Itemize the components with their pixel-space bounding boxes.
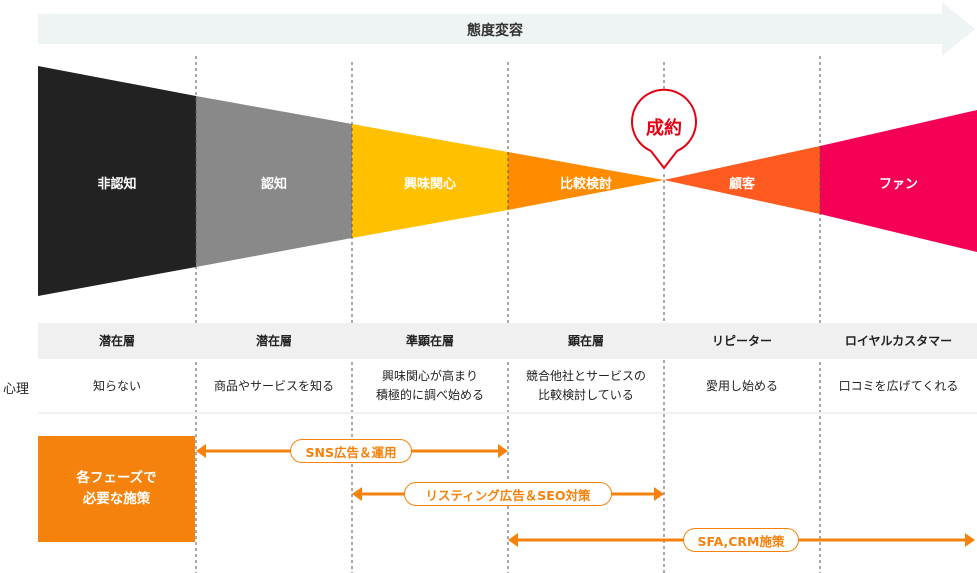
column-separators [195,56,821,573]
psychology-line: 興味関心が高まり [381,369,478,383]
measures-box-line: 必要な施策 [82,491,151,507]
stage-label-comparison: 比較検討 [559,177,612,192]
psychology-cell: 興味関心が高まり 積極的に調べ始める [352,360,508,412]
psychology-line: 商品やサービスを知る [213,378,334,393]
psychology-line: 比較検討している [538,388,634,402]
stage-label-aware: 認知 [260,177,287,192]
stage-shape-comparison [508,152,664,210]
psychology-cell: 愛用し始める [664,360,820,412]
measures-box [38,436,195,542]
layer-header-cell: 潜在層 [98,333,135,348]
measures-box-label: 各フェーズで 必要な施策 [38,436,195,542]
psychology-line: 積極的に調べ始める [375,388,484,402]
layer-header-cell: ロイヤルカスタマー [844,333,953,348]
listing-seo-pill: リスティング広告＆SEO対策 [404,482,612,506]
stage-label-interest: 興味関心 [403,177,456,192]
stage-shape-unaware [38,66,196,296]
stage-shape-interest [352,124,508,238]
layer-header-cell: 潜在層 [255,333,292,348]
attitude-change-arrow [38,2,975,56]
psychology-cell: 競合他社とサービスの 比較検討している [508,360,664,412]
psychology-line: 競合他社とサービスの [525,369,646,383]
sfa-crm-pill: SFA,CRM施策 [683,528,799,552]
table-header-bg [38,323,977,359]
psychology-cell: 知らない [38,360,196,412]
stage-label-unaware: 非認知 [97,177,137,192]
measures-box-line: 各フェーズで [76,470,157,486]
attitude-change-title: 態度変容 [467,23,523,39]
sns-ads-pill: SNS広告＆運用 [290,439,412,463]
stage-label-customer: 顧客 [728,177,755,192]
psychology-line: 愛用し始める [705,378,778,393]
layer-header-cell: 準顕在層 [405,333,454,348]
stage-label-fan: ファン [878,177,918,192]
stage-shape-fan [820,110,977,252]
stage-shape-customer [664,146,820,214]
stage-shape-aware [196,96,352,267]
layer-header-cell: リピーター [711,333,772,348]
contract-label: 成約 [646,118,682,139]
psychology-cell: 商品やサービスを知る [196,360,352,412]
contract-bubble [631,88,697,170]
psychology-line: 口コミを広げてくれる [838,378,959,393]
psychology-row-label: 心理 [2,382,29,397]
psychology-cell: 口コミを広げてくれる [820,360,977,412]
psychology-line: 知らない [92,378,141,393]
layer-header-cell: 顕在層 [567,333,604,348]
